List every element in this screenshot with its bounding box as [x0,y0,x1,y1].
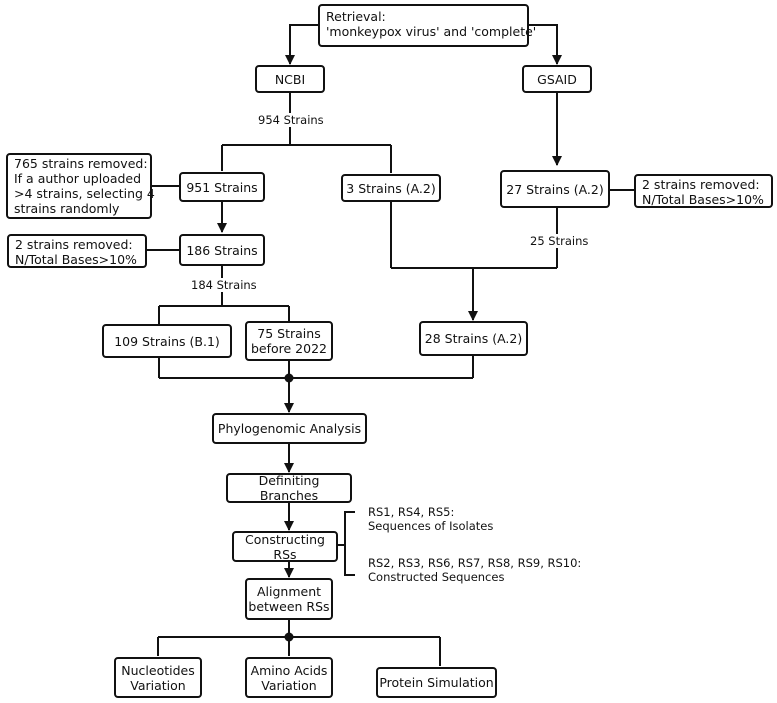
alignment-box: Alignment between RSs [245,578,333,620]
removed-2-ncbi-box: 2 strains removed: N/Total Bases>10% [7,234,147,268]
connector-retrieval-gsaid [529,24,562,65]
label-184-strains: 184 Strains [190,278,258,292]
removed-765-box: 765 strains removed: If a author uploade… [6,153,155,219]
note-isolates: RS1, RS4, RS5: Sequences of Isolates [368,505,494,533]
amino-acids-box: Amino Acids Variation [245,657,333,698]
junction-dot [284,632,294,642]
note-constructed: RS2, RS3, RS6, RS7, RS8, RS9, RS10: Cons… [368,556,582,584]
ncbi-box: NCBI [255,65,325,93]
retrieval-box: Retrieval: 'monkeypox virus' and 'comple… [318,4,536,47]
strains-75-box: 75 Strains before 2022 [245,321,333,361]
defining-box: Definiting Branches [226,473,352,503]
strains-951-box: 951 Strains [179,172,265,202]
constructing-box: Constructing RSs [232,531,338,562]
note-bracket [344,511,355,576]
phylogenomic-box: Phylogenomic Analysis [212,413,367,444]
label-954-strains: 954 Strains [257,113,325,127]
junction-dot [284,373,294,383]
label-25-strains: 25 Strains [529,234,590,248]
connector-retrieval-ncbi [285,24,318,65]
strains-27-a2-box: 27 Strains (A.2) [500,170,610,208]
removed-2-gsaid-box: 2 strains removed: N/Total Bases>10% [634,174,773,208]
strains-109-b1-box: 109 Strains (B.1) [102,324,232,358]
strains-28-a2-box: 28 Strains (A.2) [419,321,528,356]
strains-3-a2-box: 3 Strains (A.2) [341,174,441,202]
gsaid-box: GSAID [522,65,592,93]
nucleotides-box: Nucleotides Variation [114,657,202,698]
strains-186-box: 186 Strains [179,234,265,266]
protein-box: Protein Simulation [376,667,497,698]
